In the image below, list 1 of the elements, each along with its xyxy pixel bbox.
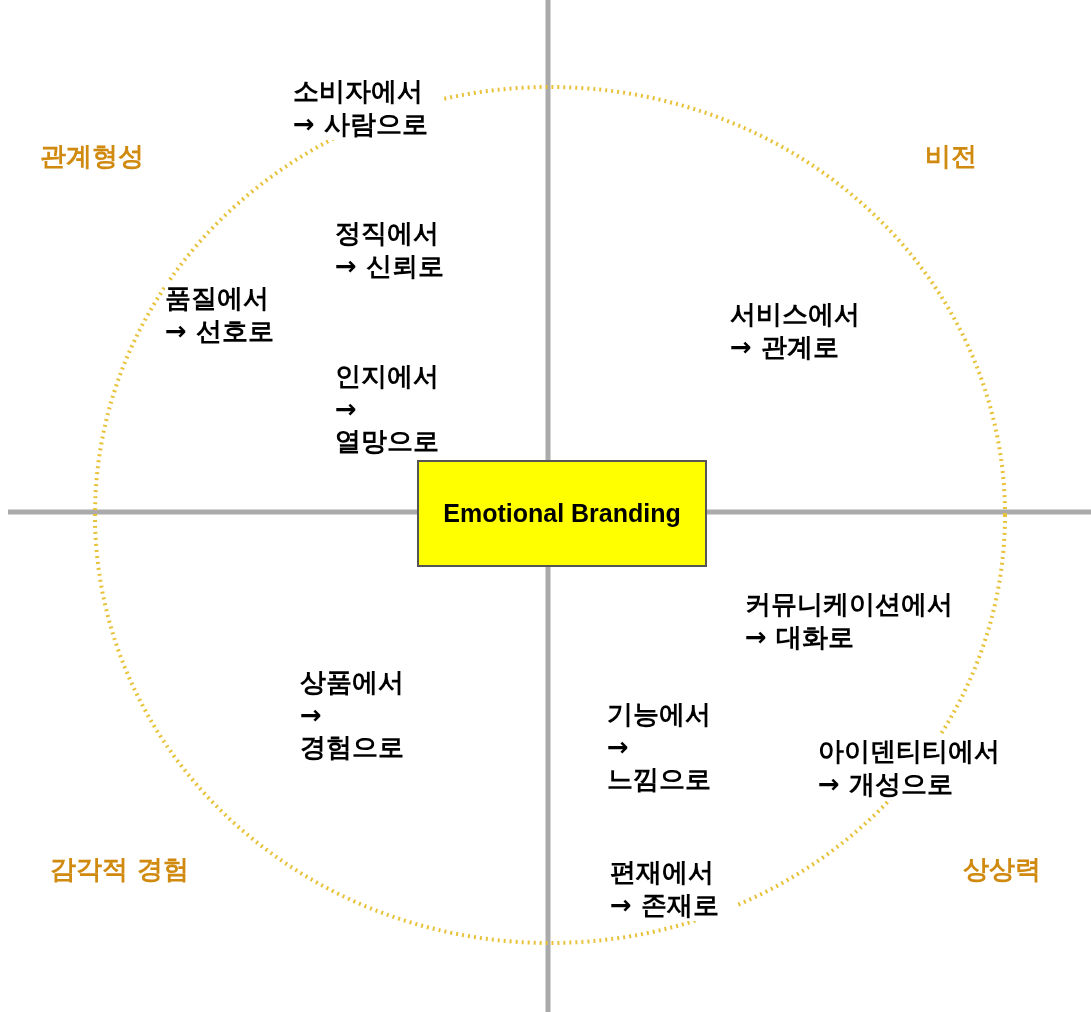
center-box: Emotional Branding (417, 460, 707, 567)
